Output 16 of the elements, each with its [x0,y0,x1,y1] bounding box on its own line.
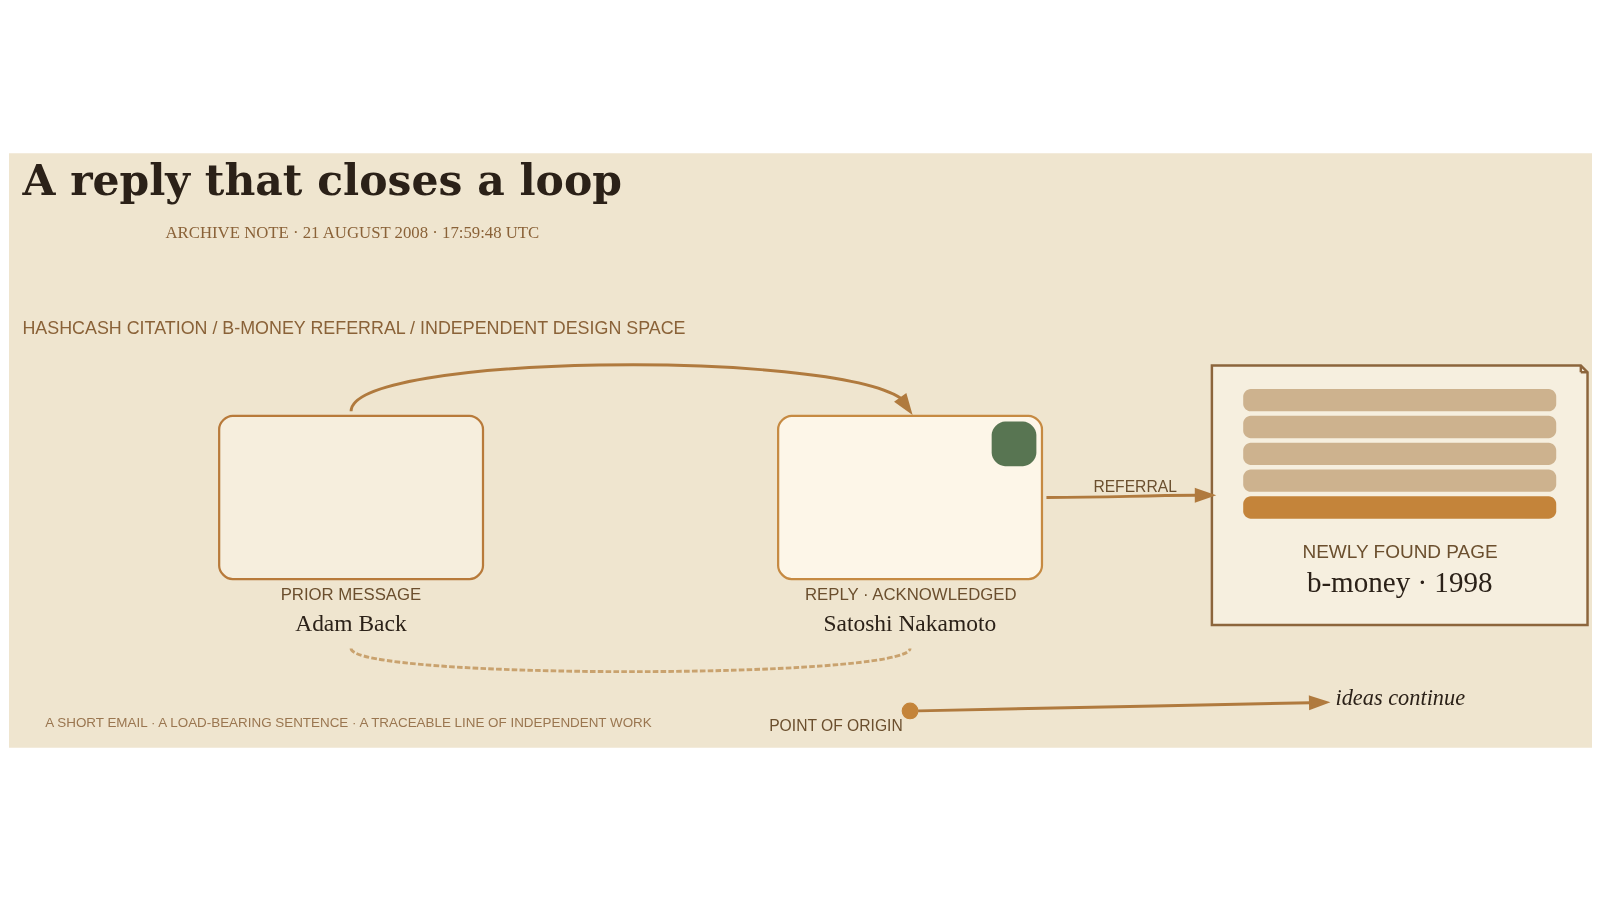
arrow [349,363,913,415]
label: HASHCASH CITATION / B-MONEY REFERRAL / INDEPENDENT DESIGN SPACE [21,317,686,338]
node-label: Adam Back [294,609,407,636]
node-text: ideas continue [1334,684,1465,710]
node-label: REPLY · ACKNOWLEDGED [804,584,1017,604]
node-label: PRIOR MESSAGE [280,584,421,604]
label: A SHORT EMAIL · A LOAD-BEARING SENTENCE · A TRACEABLE LINE OF INDEPENDENT WORK [44,714,652,730]
node-circle [901,702,918,719]
diagram-title: A reply that closes a loop [21,154,622,205]
node-label: POINT OF ORIGIN [768,716,903,734]
arrow [917,694,1330,712]
edge-label: REFERRAL [1092,477,1177,495]
label: ARCHIVE NOTE · 21 AUGUST 2008 · 17:59:48 UTC [165,222,539,242]
arrow [1045,487,1216,503]
node-label: Satoshi Nakamoto [822,609,996,636]
connector [349,646,911,673]
